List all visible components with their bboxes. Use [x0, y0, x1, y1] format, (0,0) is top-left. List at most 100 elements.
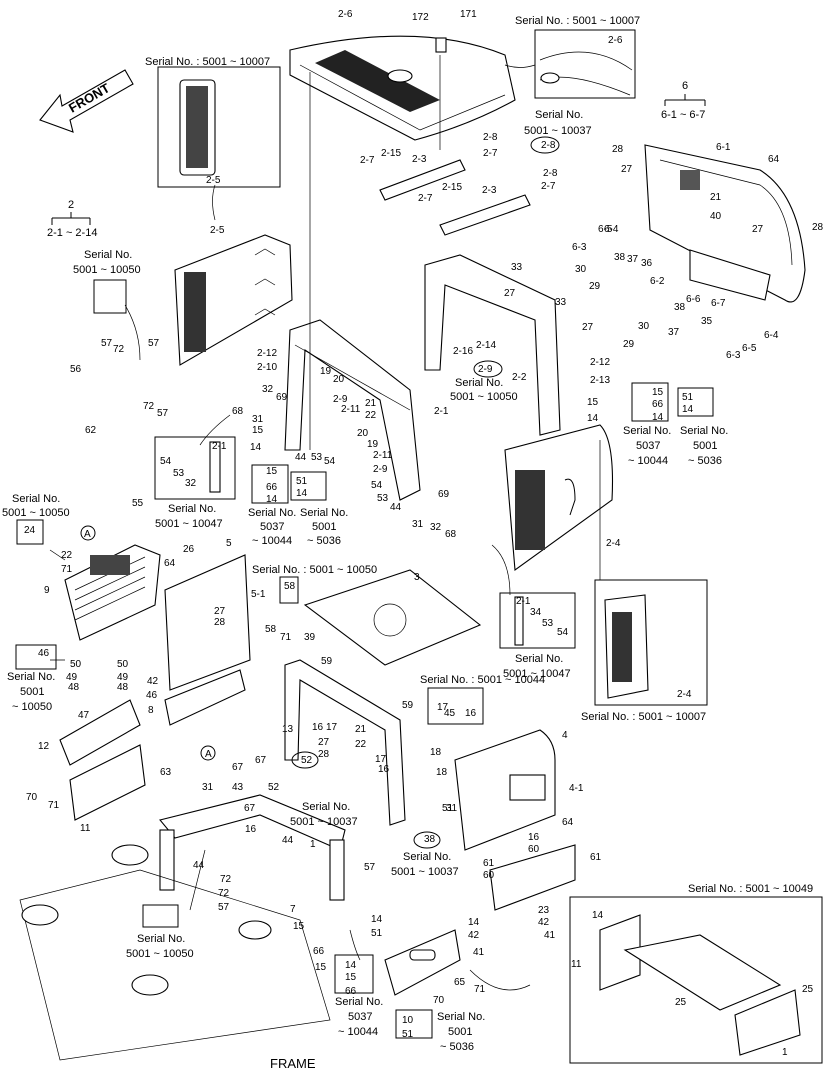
callout-20: 20	[333, 374, 345, 385]
callout-36: 36	[641, 258, 653, 269]
callout-15: 15	[315, 962, 327, 973]
callout-2-9: 2-9	[373, 464, 388, 475]
callout-4: 4	[562, 730, 568, 741]
callout-14: 14	[468, 917, 480, 928]
callout-14: 14	[587, 413, 599, 424]
callout-17: 17	[326, 722, 338, 733]
serial-5037-b-3: ~ 10044	[252, 535, 292, 547]
plate-10	[384, 929, 461, 996]
callout-27: 27	[621, 164, 633, 175]
serial-5001-c-2: 5001	[448, 1026, 472, 1038]
callout-2-8: 2-8	[483, 132, 498, 143]
panel-2-5	[174, 234, 293, 366]
callout-59: 59	[402, 700, 414, 711]
frame-2-2	[424, 254, 561, 436]
base-frame-1	[19, 794, 346, 1061]
callout-28: 28	[812, 222, 824, 233]
callout-29: 29	[623, 339, 635, 350]
callout-22: 22	[365, 410, 377, 421]
inset-door-box	[594, 579, 708, 706]
callout-22: 22	[61, 550, 73, 561]
callout-66: 66	[266, 482, 278, 493]
callout-14: 14	[296, 488, 308, 499]
callout-1: 1	[782, 1047, 788, 1058]
callout-6-3: 6-3	[572, 242, 587, 253]
callout-28: 28	[214, 617, 226, 628]
callout-53: 53	[377, 493, 389, 504]
callout-53: 53	[311, 452, 323, 463]
callout-28: 28	[318, 749, 330, 760]
serial-5001-b-2: 5001	[312, 521, 336, 533]
callout-42: 42	[147, 676, 159, 687]
callout-49: 49	[66, 672, 78, 683]
callout-2-1: 2-1	[212, 441, 227, 452]
callout-48: 48	[117, 682, 129, 693]
callout-26: 26	[183, 544, 195, 555]
callout-2-5: 2-5	[210, 225, 225, 236]
inset-17-45-16	[427, 687, 484, 725]
callout-2-12: 2-12	[590, 357, 610, 368]
callout-45: 45	[444, 708, 456, 719]
callout-25: 25	[802, 984, 814, 995]
serial-10049: Serial No. : 5001 ~ 10049	[688, 883, 813, 895]
callout-171: 171	[460, 9, 477, 20]
callout-41: 41	[544, 930, 556, 941]
callout-15: 15	[252, 425, 264, 436]
callout-16: 16	[528, 832, 540, 843]
callout-41: 41	[473, 947, 485, 958]
callout-13: 13	[282, 724, 294, 735]
callout-55: 55	[132, 498, 144, 509]
callout-58: 58	[265, 624, 277, 635]
frame-2-1	[284, 319, 421, 501]
callout-6-4: 6-4	[764, 330, 779, 341]
callout-14: 14	[266, 494, 278, 505]
inset-15-66-14-b	[631, 382, 669, 422]
callout-43: 43	[232, 782, 244, 793]
inset-57-a	[93, 279, 127, 314]
serial-10007-top: Serial No. : 5001 ~ 10007	[515, 15, 640, 27]
group-6-label: 6	[682, 80, 688, 92]
callout-64: 64	[562, 817, 574, 828]
callout-54: 54	[371, 480, 383, 491]
callout-24: 24	[24, 525, 36, 536]
callout-30: 30	[575, 264, 587, 275]
callout-2-2: 2-2	[512, 372, 527, 383]
callout-2-7: 2-7	[418, 193, 433, 204]
serial-10050-a-2: 5001 ~ 10050	[73, 264, 141, 276]
callout-16: 16	[378, 764, 390, 775]
callout-66: 66	[345, 986, 357, 997]
callout-72: 72	[218, 888, 230, 899]
diagram-title: FRAME	[270, 1056, 316, 1071]
callout-16: 16	[245, 824, 257, 835]
serial-5001-a-1: Serial No.	[680, 425, 728, 437]
callout-11: 11	[571, 959, 582, 970]
callout-33: 33	[511, 262, 523, 273]
door-6-1	[644, 144, 806, 303]
inset-51-14-b	[677, 387, 714, 417]
callout-31: 31	[412, 519, 424, 530]
callout-44: 44	[282, 835, 294, 846]
callout-10: 10	[402, 1015, 414, 1026]
callout-71: 71	[61, 564, 73, 575]
callout-2-11: 2-11	[341, 404, 361, 415]
callout-7: 7	[290, 904, 296, 915]
serial-5001-a-2: 5001	[693, 440, 717, 452]
inset-57-b	[142, 904, 179, 928]
serial-5001-b-1: Serial No.	[300, 507, 348, 519]
callout-21: 21	[710, 192, 722, 203]
callout-15: 15	[587, 397, 599, 408]
group-6-range: 6-1 ~ 6-7	[661, 109, 705, 121]
inset-side-panel-box	[157, 66, 281, 188]
inset-15-66-14-c	[334, 954, 374, 994]
serial-10050-b-2: 5001 ~ 10050	[450, 391, 518, 403]
callout-29: 29	[589, 281, 601, 292]
callout-65: 65	[454, 977, 466, 988]
callout-18: 18	[436, 767, 448, 778]
callout-14: 14	[371, 914, 383, 925]
panel-4	[454, 729, 556, 851]
serial-10044: Serial No. : 5001 ~ 10044	[420, 674, 545, 686]
callout-38: 38	[674, 302, 686, 313]
callout-72: 72	[113, 344, 125, 355]
callout-6-1: 6-1	[716, 142, 731, 153]
